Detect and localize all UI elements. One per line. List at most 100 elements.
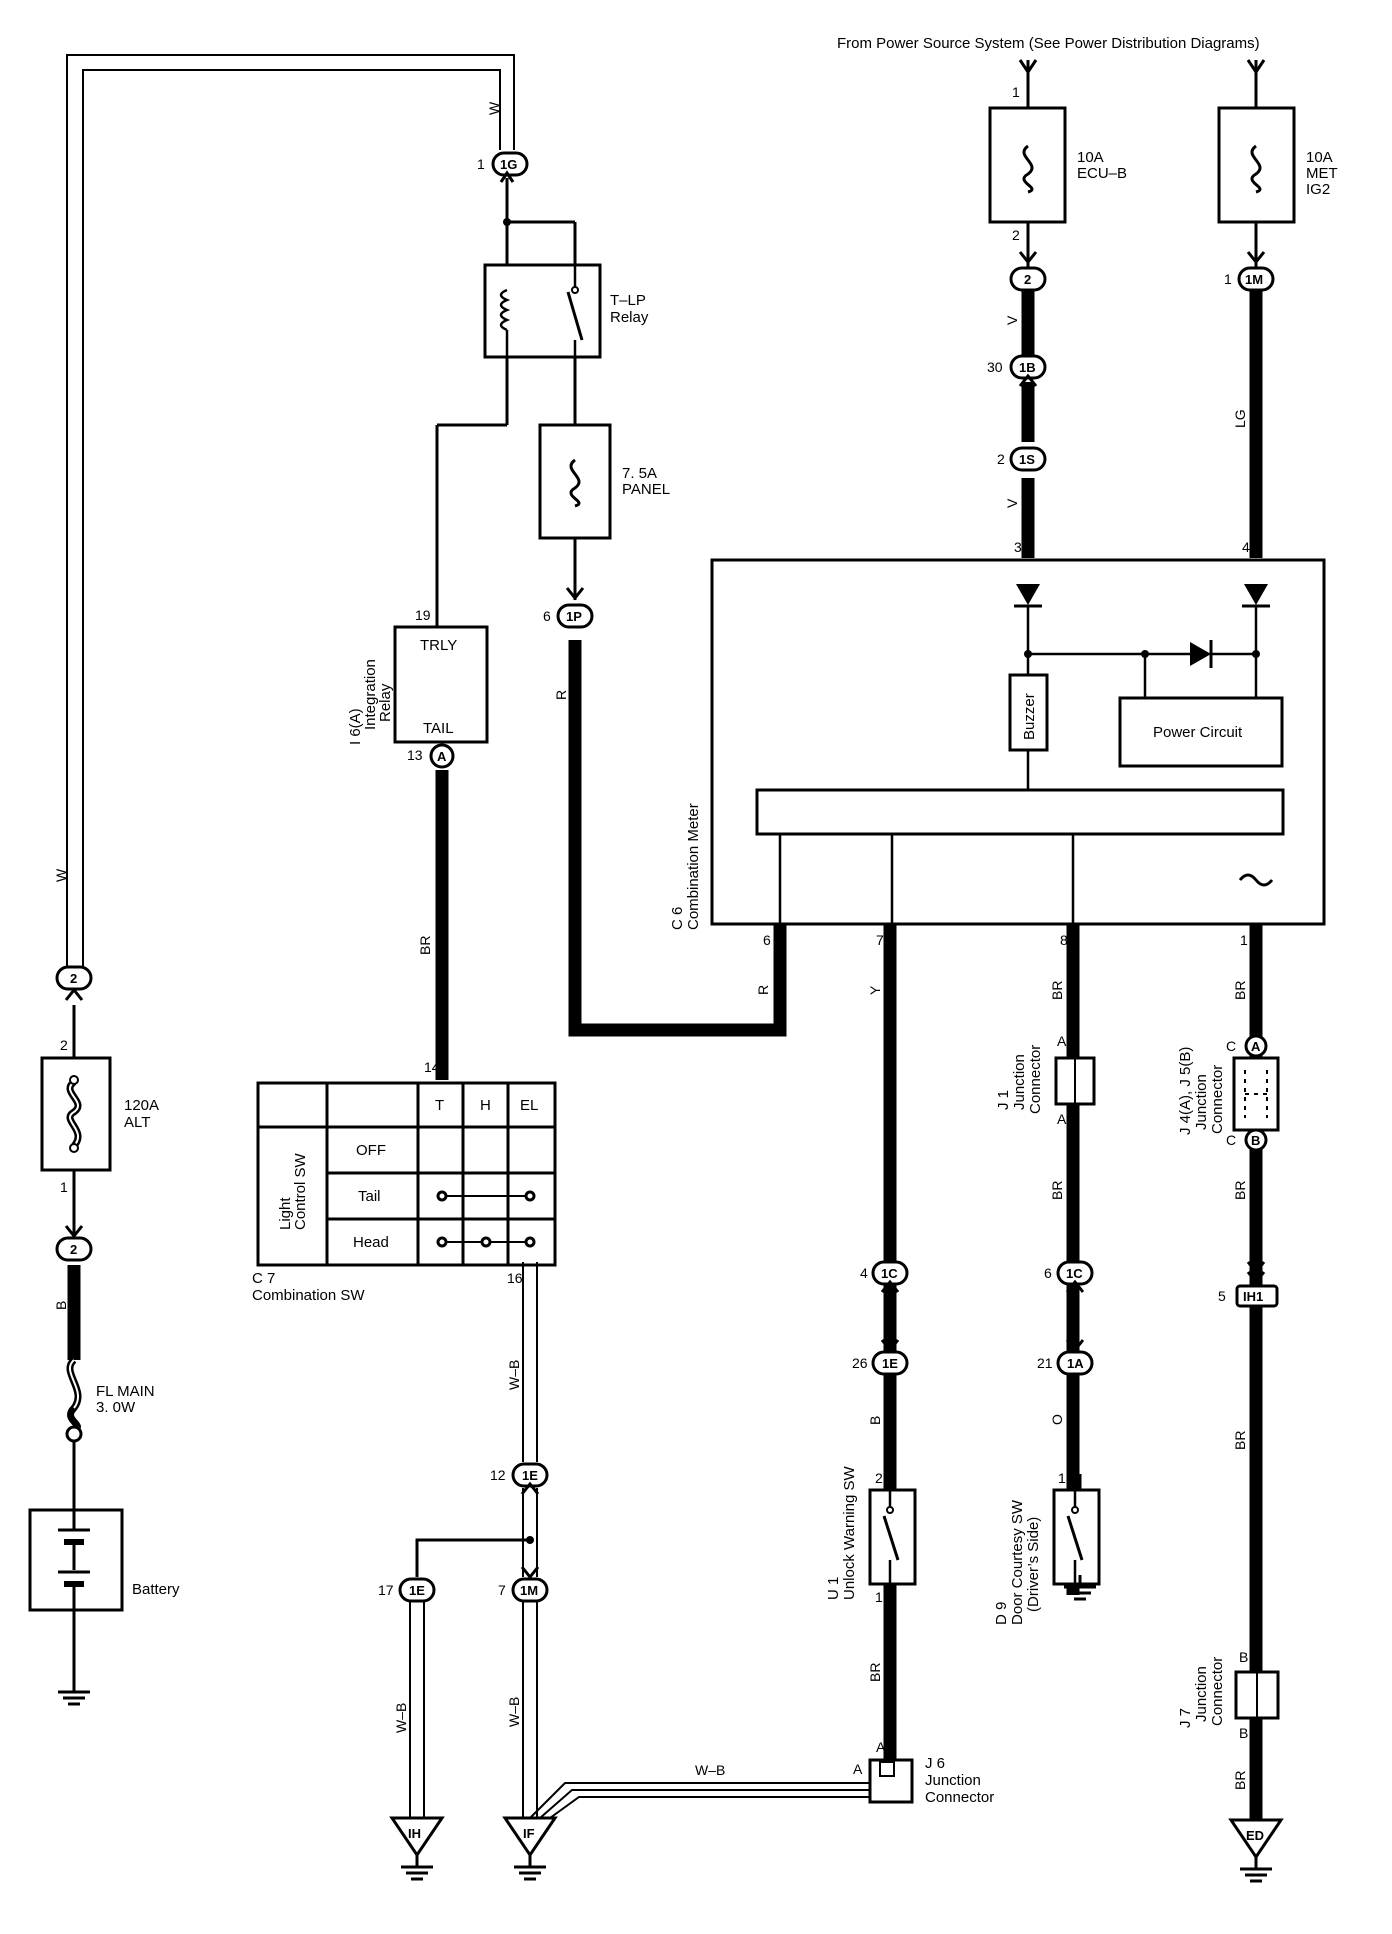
conn-a-int: A: [437, 749, 447, 764]
int-relay-trly: TRLY: [420, 637, 457, 654]
wc-br-unlock: BR: [867, 1663, 883, 1682]
conn-ih1: IH1: [1243, 1289, 1263, 1304]
fuse-ecu-b-pin-in: 1: [1012, 84, 1020, 100]
conn-1s: 1S: [1019, 452, 1035, 467]
conn-1c-left-pin: 4: [860, 1265, 868, 1281]
wc-br-j4: BR: [1232, 1181, 1248, 1200]
conn-1p-pin: 6: [543, 608, 551, 624]
connector-chevrons: [64, 59, 1266, 1580]
conn-1m-top: 1M: [1245, 272, 1263, 287]
j4-a: A: [1251, 1039, 1261, 1054]
meter-buzzer: Buzzer: [1021, 693, 1038, 740]
door-name2: (Driver’s Side): [1025, 1517, 1042, 1612]
comb-sw-col-el: EL: [520, 1097, 538, 1114]
power-source-note: From Power Source System (See Power Dist…: [837, 35, 1260, 52]
conn-2-alt-bot: 2: [70, 1242, 77, 1257]
combination-meter: [710, 558, 1326, 926]
meter-pin-6: 6: [763, 932, 771, 948]
conn-1a-pin: 21: [1037, 1355, 1053, 1371]
fuse-ecu-b-rating: 10A: [1077, 149, 1104, 166]
j4-name2: Connector: [1209, 1065, 1226, 1134]
wc-v-bot: V: [1004, 498, 1020, 508]
j4-c-top: C: [1226, 1038, 1236, 1054]
comb-sw-pin-top: 14: [424, 1059, 440, 1075]
wc-b: B: [53, 1301, 69, 1310]
meter-power-circuit: Power Circuit: [1153, 724, 1243, 741]
wc-r: R: [553, 690, 569, 700]
wc-br-ed: BR: [1232, 1771, 1248, 1790]
meter-id: C 6: [669, 907, 686, 930]
conn-1c-right: 1C: [1066, 1266, 1083, 1281]
j6-name2: Connector: [925, 1789, 994, 1806]
conn-1a: 1A: [1067, 1356, 1084, 1371]
wc-w-top: W: [486, 101, 502, 115]
junction-j7: [1234, 1670, 1280, 1720]
j4-id: J 4(A), J 5(B): [1177, 1047, 1194, 1135]
fl-main-size: 3. 0W: [96, 1399, 136, 1416]
j1-a-top: A: [1057, 1033, 1067, 1049]
wc-wb-sw: W–B: [506, 1360, 522, 1390]
wc-b-unlock: B: [867, 1416, 883, 1425]
comb-sw-col-t: T: [435, 1097, 444, 1114]
conn-1e-26-pin: 26: [852, 1355, 868, 1371]
j1-a-bot: A: [1057, 1111, 1067, 1127]
conn-ih1-pin: 5: [1218, 1288, 1226, 1304]
conn-1m-top-pin: 1: [1224, 271, 1232, 287]
j1-id: J 1: [995, 1090, 1012, 1110]
comb-sw-col-h: H: [480, 1097, 491, 1114]
wc-br1: BR: [1232, 981, 1248, 1000]
wire-w-double: [66, 54, 515, 975]
wc-lg: LG: [1232, 409, 1248, 428]
int-relay-name1: Integration: [362, 659, 379, 730]
door-courtesy-switch: [1052, 1488, 1101, 1586]
conn-2-ecu: 2: [1024, 272, 1031, 287]
fuse-alt: [40, 1056, 112, 1172]
wc-wb-17: W–B: [393, 1703, 409, 1733]
fuse-met-name1: MET: [1306, 165, 1338, 182]
conn-1m-7: 1M: [520, 1583, 538, 1598]
conn-1e-12-pin: 12: [490, 1467, 506, 1483]
connector-pills: [55, 151, 1279, 1603]
relay-name2: Relay: [610, 309, 649, 326]
fuse-ecu-b-pin-out: 2: [1012, 227, 1020, 243]
j7-b-top: B: [1239, 1649, 1248, 1665]
junction-j4-j5: [1232, 1056, 1280, 1132]
battery-symbol: [28, 1508, 124, 1612]
fuse-ecu-b-name: ECU–B: [1077, 165, 1127, 182]
j6-a-top: A: [876, 1739, 886, 1755]
fuse-ecu-b: [988, 106, 1067, 224]
wc-br-int: BR: [417, 936, 433, 955]
fuse-alt-rating: 120A: [124, 1097, 159, 1114]
comb-sw-pin-bottom: 16: [507, 1270, 523, 1286]
combination-sw: [256, 1081, 557, 1267]
wire-wb-double: [409, 1262, 870, 1819]
fuse-panel-name: PANEL: [622, 481, 670, 498]
fuse-panel: [538, 423, 612, 540]
relay-t-lp: [483, 263, 602, 359]
conn-2-alt-top: 2: [70, 971, 77, 986]
wc-br-j1: BR: [1049, 1181, 1065, 1200]
ground-symbols: [56, 1573, 1284, 1883]
unlock-pin-bottom: 1: [875, 1589, 883, 1605]
conn-1e-12: 1E: [522, 1468, 538, 1483]
fuse-met-rating: 10A: [1306, 149, 1333, 166]
conn-1e-26: 1E: [882, 1356, 898, 1371]
j4-c-bot: C: [1226, 1132, 1236, 1148]
meter-pin-3: 3: [1014, 539, 1022, 555]
fuse-alt-name: ALT: [124, 1114, 150, 1131]
fuse-alt-pin-top: 2: [60, 1037, 68, 1053]
int-relay-tail: TAIL: [423, 720, 454, 737]
relay-name1: T–LP: [610, 292, 646, 309]
door-pin-top: 1: [1058, 1470, 1066, 1486]
battery-label: Battery: [132, 1581, 180, 1598]
meter-pin-1: 1: [1240, 932, 1248, 948]
wc-br8: BR: [1049, 981, 1065, 1000]
wc-w-left: W: [53, 868, 69, 882]
wc-wb-j6: W–B: [695, 1762, 725, 1778]
meter-pin-4: 4: [1242, 539, 1250, 555]
fuse-met-name2: IG2: [1306, 181, 1330, 198]
fl-main-name: FL MAIN: [96, 1383, 155, 1400]
j7-id: J 7: [1177, 1708, 1194, 1728]
ground-if: IF: [523, 1826, 535, 1841]
